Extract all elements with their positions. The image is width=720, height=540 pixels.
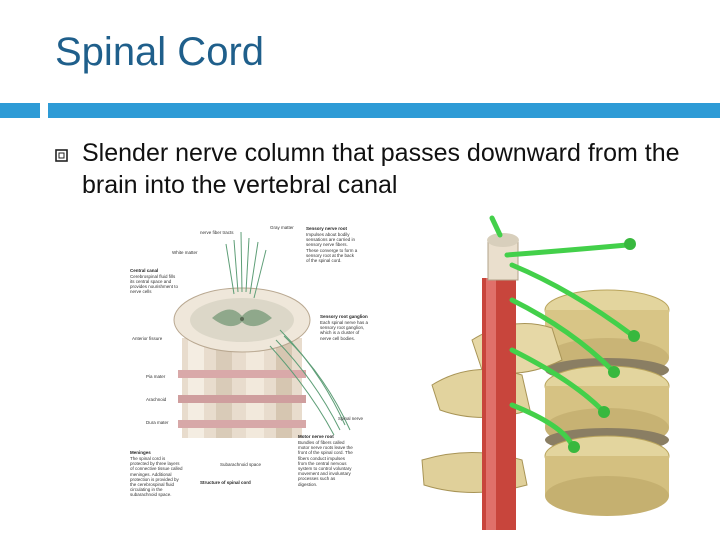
motor-root-description: Bundles of fibers called motor nerve roo… xyxy=(298,440,353,487)
label-csf-line2: its central space and xyxy=(130,279,172,284)
label-gray-matter: Gray matter xyxy=(270,225,294,230)
label-anterior-fissure: Anterior fissure xyxy=(132,336,163,341)
sensory-root-description: Impulses about bodily sensations are car… xyxy=(306,232,358,264)
label-spinal-nerve: Spinal nerve xyxy=(338,416,364,421)
meninges-description-box: The spinal cord is protected by three la… xyxy=(130,456,183,498)
vertebral-column-illustration xyxy=(421,215,670,530)
slide-title: Spinal Cord xyxy=(55,30,265,74)
label-csf-line4: nerve cells xyxy=(130,289,152,294)
ganglion-description: Each spinal nerve has a sensory root gan… xyxy=(320,320,369,341)
title-underline-left xyxy=(0,103,40,118)
square-bullet-icon xyxy=(55,149,68,162)
label-dura-mater: Dura mater xyxy=(146,420,169,425)
nerve-fibers-illustration xyxy=(225,231,351,436)
label-motor-nerve-root: Motor nerve root xyxy=(298,434,334,439)
ganglion-description-box: Each spinal nerve has a sensory root gan… xyxy=(320,320,369,341)
spinal-cord-structure-diagram: nerve fiber tracts Gray matter White mat… xyxy=(130,225,369,498)
figure-caption: Structure of spinal cord xyxy=(200,480,251,485)
label-csf-line3: provides nourishment to xyxy=(130,284,179,289)
title-underline-right xyxy=(48,103,720,118)
label-central-canal: Central canal xyxy=(130,268,158,273)
label-white-matter: White matter xyxy=(172,250,198,255)
title-underline-gap xyxy=(40,98,48,122)
label-subarachnoid-space: Subarachnoid space xyxy=(220,462,262,467)
label-arachnoid: Arachnoid xyxy=(146,397,167,402)
motor-root-description-box: Bundles of fibers called motor nerve roo… xyxy=(298,440,353,487)
label-csf-line1: Cerebrospinal fluid fills xyxy=(130,274,176,279)
meninges-description: The spinal cord is protected by three la… xyxy=(130,456,183,498)
sensory-root-description-box: Impulses about bodily sensations are car… xyxy=(306,232,358,264)
label-nerve-fiber-tracts: nerve fiber tracts xyxy=(200,230,234,235)
label-sensory-nerve-root: Sensory nerve root xyxy=(306,226,348,231)
bullet-text: Slender nerve column that passes downwar… xyxy=(82,139,680,199)
label-pia-mater: Pia mater xyxy=(146,374,166,379)
label-meninges: Meninges xyxy=(130,450,151,455)
cord-column-illustration xyxy=(173,287,311,438)
label-sensory-ganglion: Sensory root ganglion xyxy=(320,314,368,319)
